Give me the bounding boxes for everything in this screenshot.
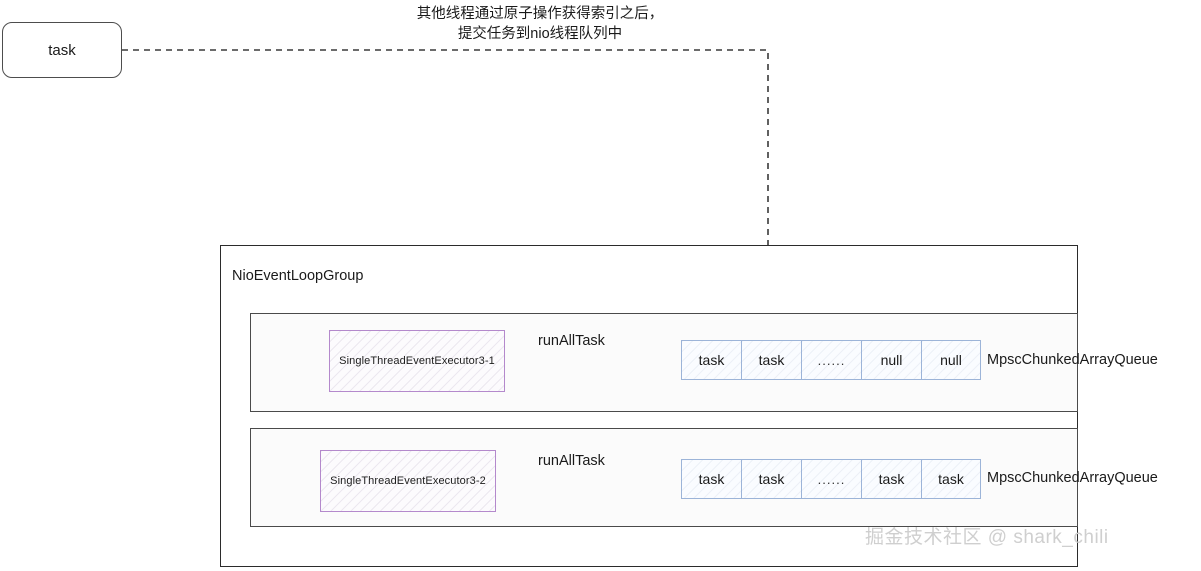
queue-cell[interactable]: task — [741, 340, 801, 380]
executor-label-2: SingleThreadEventExecutor3-2 — [330, 475, 486, 487]
queue-cell[interactable]: ...... — [801, 340, 861, 380]
task-node[interactable]: task — [2, 22, 122, 78]
run-all-task-label-1: runAllTask — [538, 333, 605, 349]
executor-label-1: SingleThreadEventExecutor3-1 — [339, 355, 495, 367]
executor-box-1[interactable]: SingleThreadEventExecutor3-1 — [329, 330, 505, 392]
queue-cell[interactable]: task — [741, 459, 801, 499]
queue-cell[interactable]: task — [921, 459, 981, 499]
mpsc-queue-2: task task ...... task task — [681, 459, 981, 499]
nio-event-loop-group-label: NioEventLoopGroup — [232, 268, 364, 284]
queue-cell[interactable]: null — [861, 340, 921, 380]
queue-cell[interactable]: task — [681, 459, 741, 499]
queue-type-label-1: MpscChunkedArrayQueue — [987, 352, 1158, 368]
annotation-line-2: 提交任务到nio线程队列中 — [457, 26, 623, 42]
executor-box-2[interactable]: SingleThreadEventExecutor3-2 — [320, 450, 496, 512]
queue-cell[interactable]: task — [681, 340, 741, 380]
queue-cell[interactable]: null — [921, 340, 981, 380]
queue-cell[interactable]: task — [861, 459, 921, 499]
mpsc-queue-1: task task ...... null null — [681, 340, 981, 380]
run-all-task-label-2: runAllTask — [538, 453, 605, 469]
queue-cell[interactable]: ...... — [801, 459, 861, 499]
annotation-line-1: 其他线程通过原子操作获得索引之后， — [416, 6, 664, 22]
annotation-text: 其他线程通过原子操作获得索引之后， 提交任务到nio线程队列中 — [300, 4, 780, 44]
queue-type-label-2: MpscChunkedArrayQueue — [987, 470, 1158, 486]
task-node-label: task — [48, 41, 76, 59]
watermark: 掘金技术社区 @ shark_chili — [865, 527, 1109, 548]
